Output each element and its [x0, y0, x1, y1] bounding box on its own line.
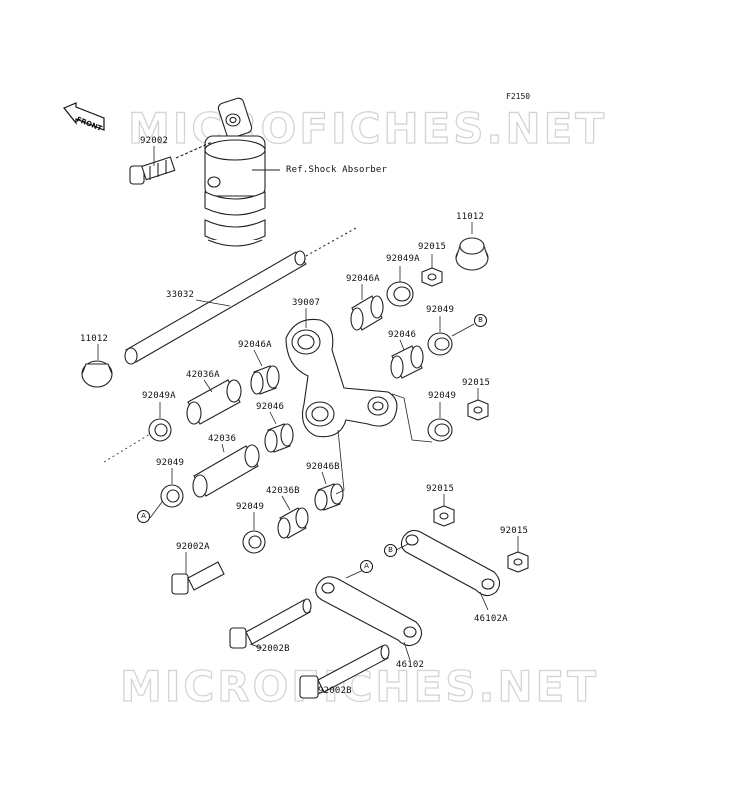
- part-label-42036A: 42036A: [186, 370, 220, 380]
- seal-92049-left: [160, 484, 184, 508]
- bearing-92046A-mid: [250, 365, 280, 395]
- diagram-code: F2150: [506, 92, 531, 101]
- bearing-92046-top: [390, 345, 424, 379]
- part-label-92015-right: 92015: [500, 526, 529, 536]
- part-label-92002: 92002: [140, 136, 169, 146]
- callout-a-left: A: [137, 510, 150, 523]
- bearing-92046A-top: [350, 295, 384, 331]
- rocker-arm-39007: [285, 318, 398, 438]
- part-label-92002B-2: 92002B: [318, 686, 352, 696]
- bolt-92002A: [171, 561, 225, 595]
- bearing-92046B: [314, 483, 344, 511]
- part-label-92046A-mid: 92046A: [238, 340, 272, 350]
- cap-11012-left: [81, 360, 113, 388]
- front-arrow-icon: FRONT: [62, 102, 108, 142]
- part-label-11012-top: 11012: [456, 212, 485, 222]
- ref-shock-absorber-label: Ref.Shock Absorber: [286, 165, 388, 175]
- callout-b-lower: B: [384, 544, 397, 557]
- collar-42036A: [186, 379, 242, 425]
- part-label-92049-mid: 92049: [428, 391, 457, 401]
- part-label-92046B: 92046B: [306, 462, 340, 472]
- part-label-92049-b: 92049: [426, 305, 455, 315]
- callout-a-lower: A: [360, 560, 373, 573]
- part-label-42036: 42036: [208, 434, 237, 444]
- shock-absorber: [204, 97, 266, 247]
- part-label-92002B-1: 92002B: [256, 644, 290, 654]
- part-label-92049A-top: 92049A: [386, 254, 420, 264]
- cap-11012-top: [455, 237, 489, 271]
- part-label-92046A-top: 92046A: [346, 274, 380, 284]
- part-label-46102A: 46102A: [474, 614, 508, 624]
- seal-92049-low: [242, 530, 266, 554]
- collar-42036: [192, 444, 260, 498]
- part-label-39007: 39007: [292, 298, 321, 308]
- part-label-33032: 33032: [166, 290, 195, 300]
- bearing-92046-mid: [264, 423, 294, 453]
- part-label-92015-top: 92015: [418, 242, 447, 252]
- callout-b-upper: B: [474, 314, 487, 327]
- link-46102: [315, 576, 423, 647]
- collar-42036B: [277, 507, 309, 539]
- part-label-92046-top: 92046: [388, 330, 417, 340]
- part-label-11012-left: 11012: [80, 334, 109, 344]
- part-label-92046-mid: 92046: [256, 402, 285, 412]
- part-label-92015-mid: 92015: [462, 378, 491, 388]
- part-label-92049-low: 92049: [236, 502, 265, 512]
- nut-92015-right: [507, 551, 529, 573]
- part-label-42036B: 42036B: [266, 486, 300, 496]
- part-label-92049A-left: 92049A: [142, 391, 176, 401]
- link-46102A: [400, 529, 501, 597]
- seal-92049-b: [427, 332, 453, 356]
- seal-92049A-top: [386, 281, 414, 307]
- part-label-92049-left: 92049: [156, 458, 185, 468]
- nut-92015-mid: [467, 399, 489, 421]
- part-label-92002A: 92002A: [176, 542, 210, 552]
- bolt-92002: [129, 156, 176, 185]
- bolt-92002B-upper: [229, 598, 312, 649]
- shaft-33032: [124, 250, 307, 365]
- seal-92049-mid: [427, 418, 453, 442]
- part-label-46102: 46102: [396, 660, 425, 670]
- seal-92049A-left: [148, 418, 172, 442]
- nut-92015-low: [433, 505, 455, 527]
- nut-92015-top: [421, 267, 443, 287]
- part-label-92015-low: 92015: [426, 484, 455, 494]
- bolt-92002B-lower: [299, 644, 390, 699]
